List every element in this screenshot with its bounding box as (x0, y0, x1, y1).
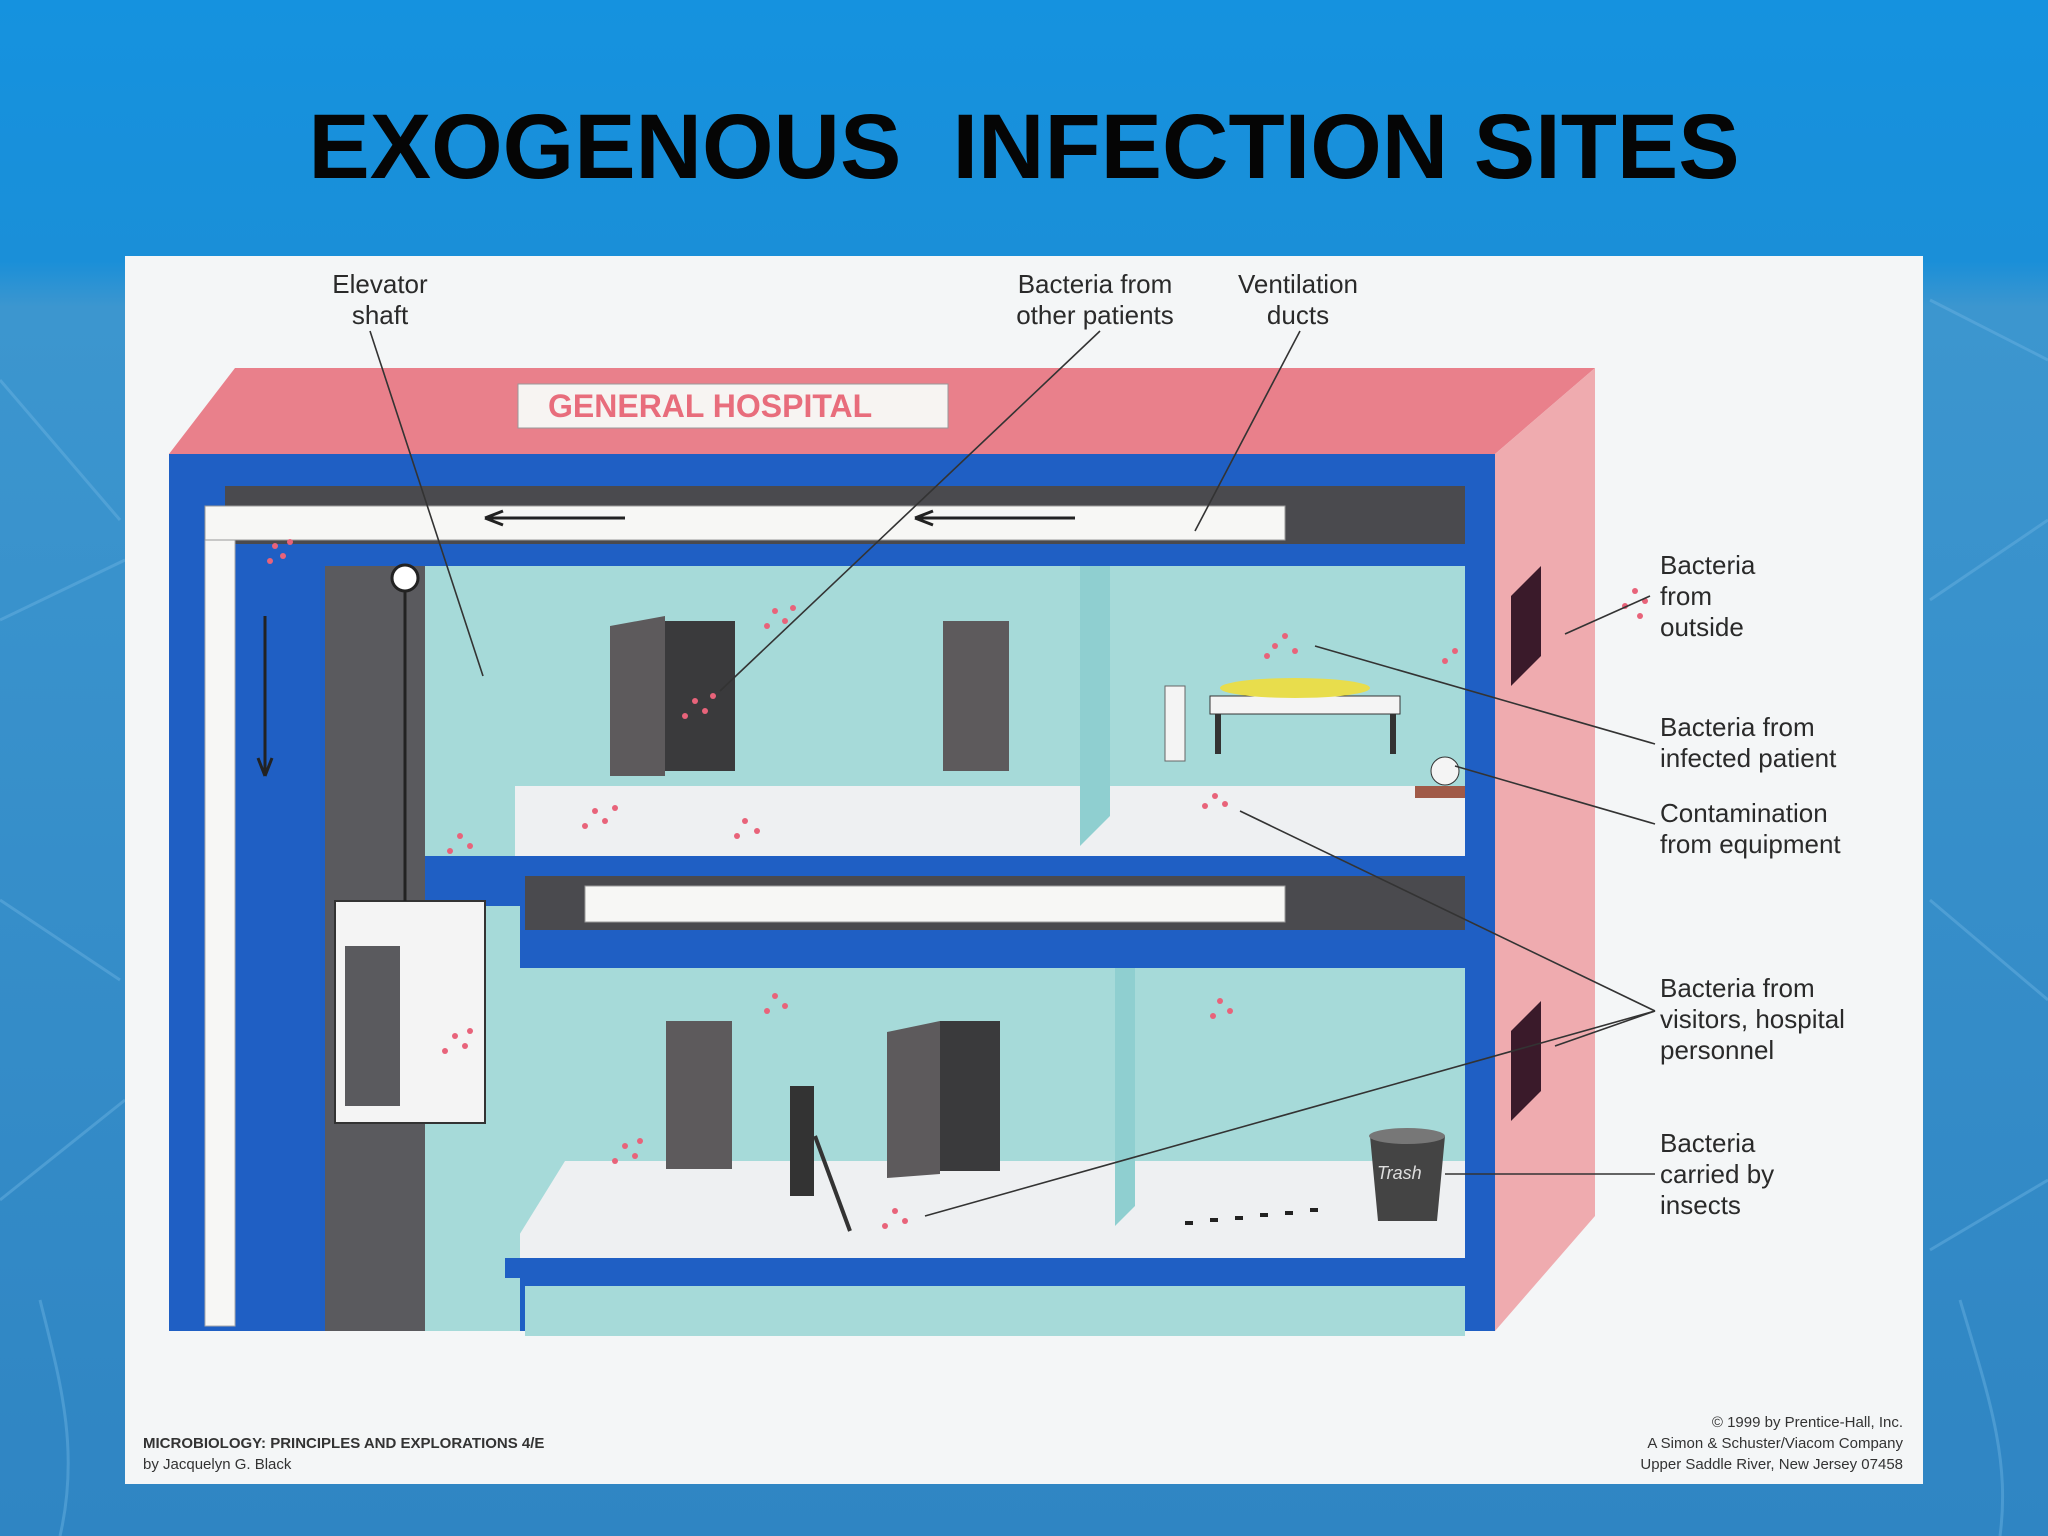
door-lower (666, 1021, 732, 1169)
janitor (790, 1086, 814, 1196)
trash-can (1370, 1136, 1445, 1221)
side-wall (1495, 368, 1595, 1331)
slide-title: EXOGENOUS INFECTION SITES (308, 96, 1740, 198)
door-upper (943, 621, 1009, 771)
diagram-panel: GENERAL HOSPITAL Trash Elevator shaft Ba… (125, 256, 1923, 1484)
label-ventilation-ducts: Ventilation ducts (1238, 269, 1358, 330)
label-bacteria-outside: Bacteria from outside (1660, 550, 1756, 642)
upper-floor (445, 786, 1465, 856)
lower-duct (584, 885, 1286, 923)
leader-lines (369, 330, 1656, 1217)
label-bacteria-infected-patient: Bacteria from infected patient (1660, 712, 1837, 773)
footer-copyright: © 1999 by Prentice-Hall, Inc. (1711, 1414, 1903, 1431)
label-bacteria-other-patients: Bacteria from other patients (1016, 269, 1174, 330)
bed (1209, 695, 1401, 715)
nurse (1164, 685, 1186, 762)
insects (1185, 1208, 1318, 1225)
open-door-lower (887, 1021, 940, 1178)
footer-book-title: MICROBIOLOGY: PRINCIPLES AND EXPLORATION… (143, 1435, 545, 1452)
window-lower (1511, 1001, 1541, 1121)
label-bacteria-insects: Bacteria carried by insects (1660, 1128, 1775, 1220)
bacteria-spots (267, 539, 1648, 1229)
trash-label: Trash (1377, 1163, 1422, 1183)
open-door-upper (610, 616, 665, 776)
hospital-illustration (169, 330, 1656, 1336)
vertical-duct (204, 505, 236, 1327)
footer-company: A Simon & Schuster/Viacom Company (1647, 1435, 1903, 1452)
window-upper (1511, 566, 1541, 686)
lower-floor (505, 1161, 1465, 1258)
footer-author: by Jacquelyn G. Black (143, 1456, 292, 1473)
footer-address: Upper Saddle River, New Jersey 07458 (1640, 1456, 1903, 1473)
general-hospital-sign: GENERAL HOSPITAL (548, 388, 873, 424)
patient (1220, 678, 1370, 698)
upper-duct (204, 505, 1286, 541)
label-contamination-equipment: Contamination from equipment (1660, 798, 1841, 859)
label-elevator-shaft: Elevator shaft (332, 269, 428, 330)
equipment-table (1415, 786, 1465, 798)
label-bacteria-visitors: Bacteria from visitors, hospital personn… (1660, 973, 1845, 1065)
